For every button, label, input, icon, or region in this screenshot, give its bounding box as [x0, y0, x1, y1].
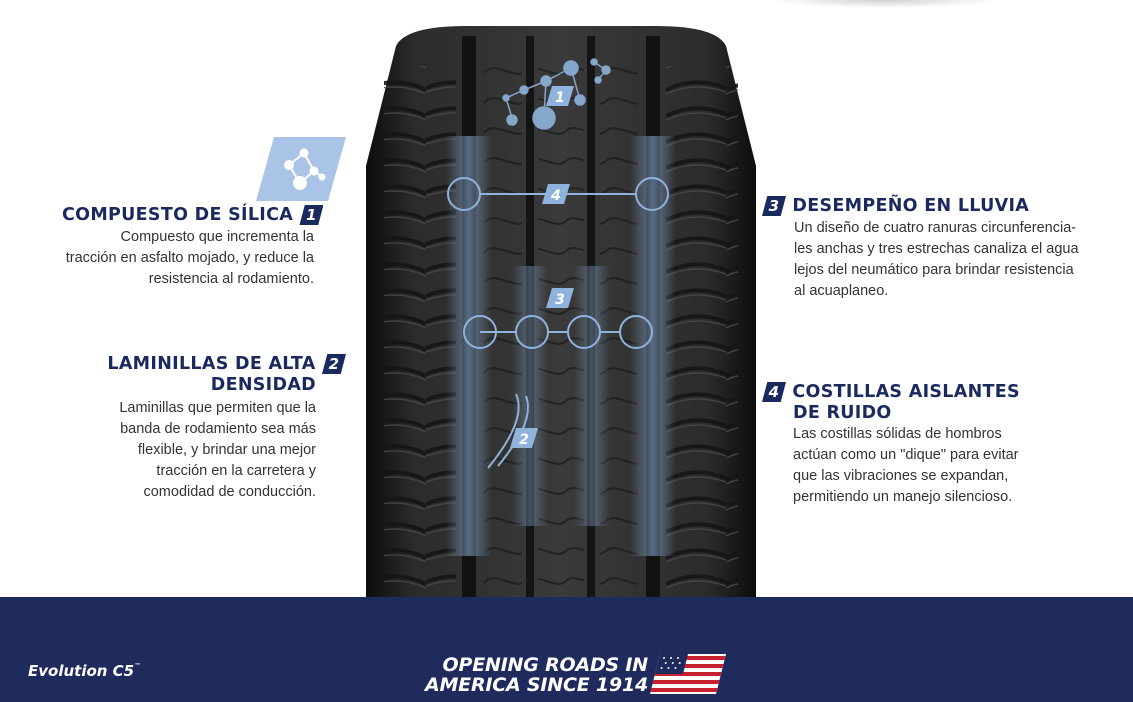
feature-3-title: 3 DESEMPEÑO EN LLUVIA: [762, 196, 1122, 217]
svg-text:2: 2: [519, 432, 529, 448]
footer-band: [0, 597, 1133, 702]
us-flag-icon: [650, 654, 726, 694]
feature-2-description: Laminillas que permiten que la banda de …: [119, 400, 316, 500]
tire-marker-3: 3: [546, 288, 574, 308]
feature-2-title: LAMINILLAS DE ALTA 2 DENSIDAD: [40, 354, 346, 396]
svg-text:4: 4: [550, 188, 561, 204]
tire-marker-2: 2: [510, 428, 538, 448]
feature-2-badge: 2: [322, 354, 346, 374]
feature-1-description: Compuesto que incrementa la tracción en …: [65, 229, 314, 287]
molecule-icon: [256, 137, 346, 201]
feature-1-title-text: COMPUESTO DE SÍLICA: [62, 205, 294, 225]
brand-name: Evolution C5™: [28, 662, 142, 680]
feature-4-title: 4 COSTILLAS AISLANTES DE RUIDO: [762, 382, 1122, 424]
svg-text:1: 1: [555, 90, 565, 106]
feature-3-badge: 3: [762, 196, 786, 216]
feature-3-description: Un diseño de cuatro ranuras circunferenc…: [794, 220, 1079, 299]
svg-text:3: 3: [555, 292, 565, 308]
feature-2-title-line-1: LAMINILLAS DE ALTA: [107, 354, 316, 374]
feature-2-title-line-2: DENSIDAD: [210, 375, 316, 395]
feature-1-badge: 1: [299, 205, 324, 225]
feature-4-description: Las costillas sólidas de hombros actúan …: [793, 426, 1019, 505]
feature-3-title-text: DESEMPEÑO EN LLUVIA: [792, 196, 1030, 216]
feature-1-title: COMPUESTO DE SÍLICA 1: [62, 205, 350, 226]
slogan: OPENING ROADS IN AMERICA SINCE 1914: [424, 654, 648, 696]
tire-tread-illustration: 1 4 3 2: [366, 26, 756, 598]
top-shadow: [770, 0, 1000, 8]
feature-4-badge: 4: [762, 382, 786, 402]
tire-marker-4: 4: [542, 184, 570, 204]
tire-marker-1: 1: [546, 86, 574, 106]
trademark: ™: [134, 662, 142, 670]
feature-4-title-line-1: COSTILLAS AISLANTES: [792, 382, 1020, 402]
molecule-marker-icon: [502, 58, 611, 130]
feature-4-title-line-2: DE RUIDO: [793, 403, 892, 423]
